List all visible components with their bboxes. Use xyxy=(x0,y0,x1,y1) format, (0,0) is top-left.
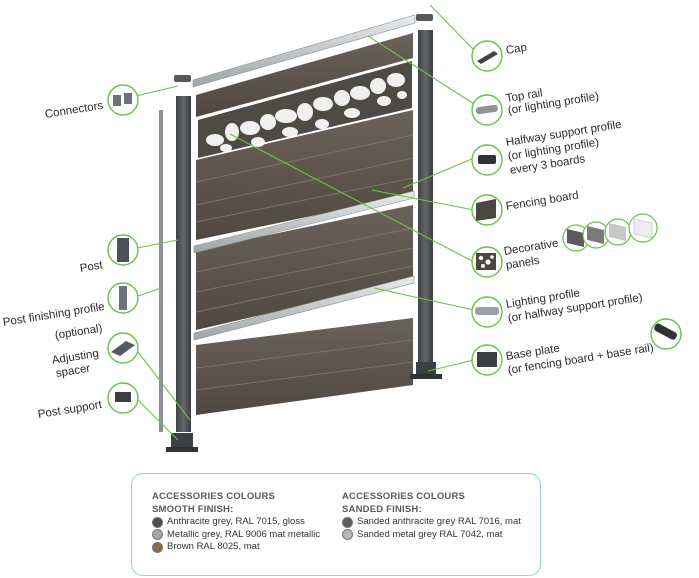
swatch-row: Metallic grey, RAL 9006 mat metallic xyxy=(152,529,320,542)
post-finishing-icon xyxy=(107,282,139,314)
sanded-title-2: SANDED FINISH: xyxy=(342,503,422,515)
swatch-row: Sanded anthracite grey RAL 7016, mat xyxy=(342,516,521,529)
lighting-profile-icon xyxy=(471,296,503,328)
fence-diagram xyxy=(107,4,682,452)
smooth-title-1: ACCESSORIES COLOURS xyxy=(152,491,276,502)
smooth-finish-column: ACCESSORIES COLOURS SMOOTH FINISH: Anthr… xyxy=(152,491,320,554)
decorative-panel-variants xyxy=(562,213,658,252)
adjusting-spacer-icon xyxy=(107,332,139,364)
right-post-base xyxy=(410,362,442,379)
swatch-label: Brown RAL 8025, mat xyxy=(167,541,260,552)
swatch-row: Sanded metal grey RAL 7042, mat xyxy=(342,529,521,542)
board-lower-group xyxy=(196,205,413,330)
colour-swatch xyxy=(152,529,163,541)
lighting-rail xyxy=(193,275,415,341)
cap-icon xyxy=(471,40,503,72)
top-rail-icon xyxy=(471,94,503,126)
board-top xyxy=(196,33,413,117)
swatch-label: Metallic grey, RAL 9006 mat metallic xyxy=(167,528,321,540)
board-bottom-group xyxy=(196,318,413,415)
icon-circles-left xyxy=(107,84,139,414)
connectors-icon xyxy=(107,84,139,116)
colour-swatch xyxy=(152,516,163,528)
sanded-title-1: ACCESSORIES COLOURS xyxy=(342,491,466,502)
swatch-row: Brown RAL 8025, mat xyxy=(152,541,320,554)
top-rail xyxy=(192,14,416,88)
post-icon xyxy=(107,234,139,266)
swatch-label: Anthracite grey, RAL 7015, gloss xyxy=(167,516,305,527)
fencing-boards xyxy=(195,33,414,415)
fencing-board-icon xyxy=(471,194,503,226)
smooth-title-2: SMOOTH FINISH: xyxy=(152,503,234,515)
right-post-cap xyxy=(416,14,433,21)
colour-swatch xyxy=(342,516,353,528)
colour-swatch xyxy=(152,541,163,553)
left-post-base xyxy=(166,433,198,452)
swatch-label: Sanded anthracite grey RAL 7016, mat xyxy=(357,516,521,527)
halfway-support-icon xyxy=(471,144,503,176)
decorative-panel xyxy=(198,61,412,158)
post-finishing-profile xyxy=(159,110,163,432)
accessories-colours-legend: ACCESSORIES COLOURS SMOOTH FINISH: Anthr… xyxy=(131,473,541,576)
swatch-label: Sanded metal grey RAL 7042, mat xyxy=(357,528,503,540)
swatch-row: Anthracite grey, RAL 7015, gloss xyxy=(152,516,320,529)
colour-swatch xyxy=(342,529,353,541)
left-post-cap xyxy=(174,75,191,82)
right-post xyxy=(418,30,433,378)
post-support-icon xyxy=(107,382,139,414)
base-plate-icon xyxy=(471,344,503,376)
left-post xyxy=(176,96,191,432)
leader-lines xyxy=(135,4,475,441)
icon-circles-right xyxy=(471,40,682,376)
sanded-finish-column: ACCESSORIES COLOURS SANDED FINISH: Sande… xyxy=(342,491,521,541)
board-middle-group xyxy=(196,110,413,240)
decorative-panel-icon xyxy=(471,246,503,278)
base-rail-icon xyxy=(650,318,682,350)
